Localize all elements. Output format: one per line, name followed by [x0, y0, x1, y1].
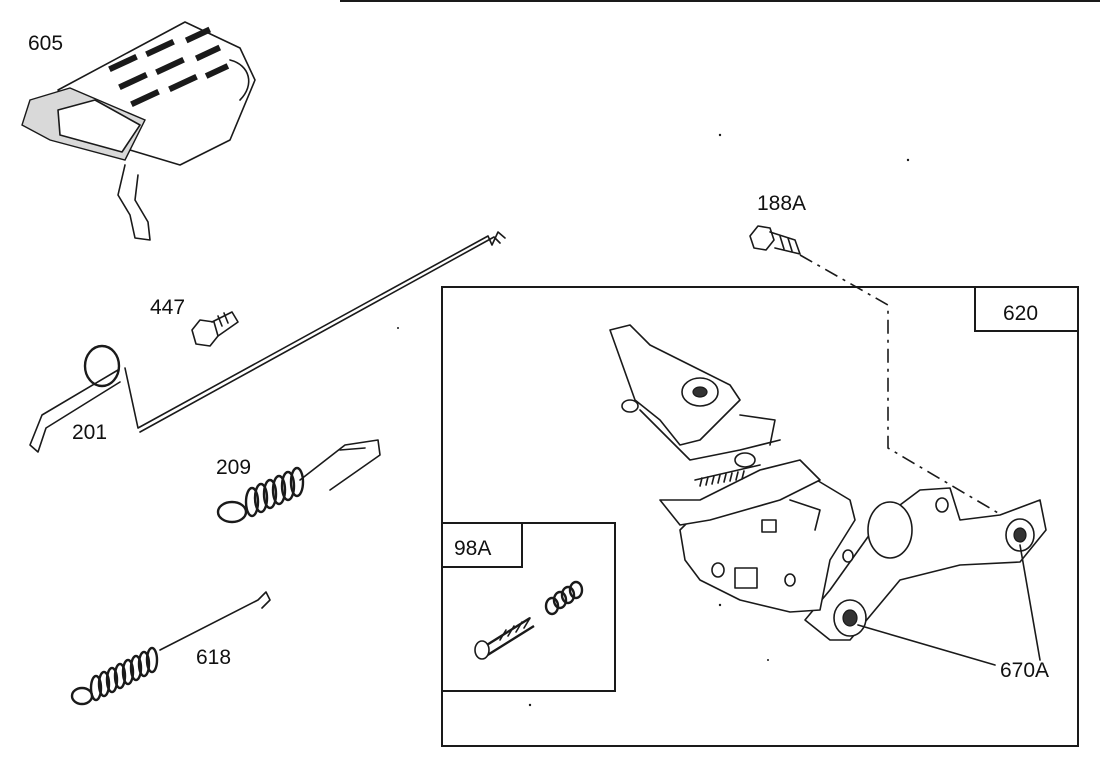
box-620-label: 620 [1003, 302, 1039, 325]
label-670A: 670A [1000, 659, 1050, 682]
part-201-rod [29, 231, 506, 453]
label-209: 209 [216, 456, 252, 479]
assembly-leader-line [799, 254, 1011, 521]
part-447-bolt [191, 311, 239, 347]
part-605-cover [21, 21, 256, 241]
part-209-spring [216, 439, 381, 524]
box-620-label-frame [974, 286, 1079, 332]
part-98A-screw-and-spring [474, 580, 584, 660]
label-188A: 188A [757, 192, 807, 215]
part-620-bracket-assembly [609, 324, 1047, 641]
leader-670A-right [1019, 544, 1041, 661]
part-618-spring [70, 591, 271, 706]
box-98A-label-frame [441, 522, 523, 568]
leader-670A-left [857, 624, 996, 666]
label-447: 447 [150, 296, 186, 319]
part-188A-screw [749, 225, 801, 255]
label-605: 605 [28, 32, 64, 55]
scan-specks [397, 133, 910, 707]
label-201: 201 [72, 421, 108, 444]
label-618: 618 [196, 646, 232, 669]
box-620 [441, 286, 1079, 747]
box-98A-label: 98A [454, 537, 492, 560]
